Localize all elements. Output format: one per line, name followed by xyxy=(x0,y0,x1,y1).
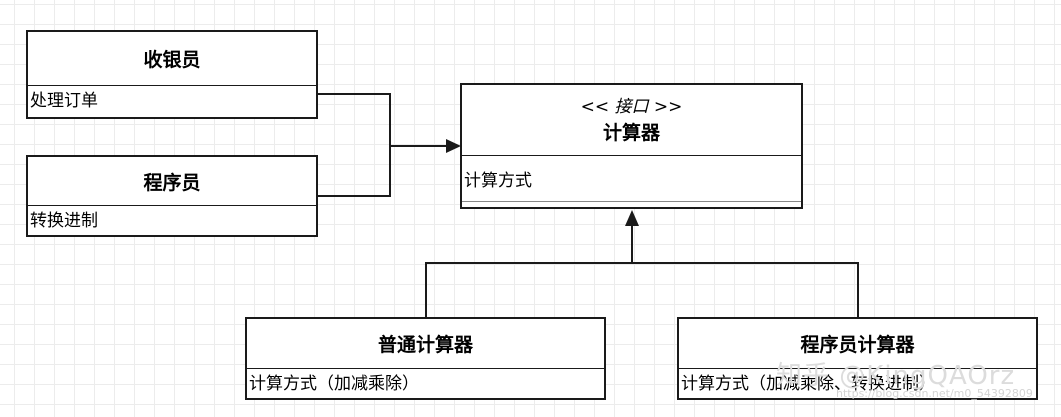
class-section-divider xyxy=(462,201,801,202)
class-title-programmer: 程序员 xyxy=(28,157,316,206)
connector-programmer-calculator xyxy=(632,262,859,317)
class-box-calculator-interface[interactable]: << 接口 >> 计算器 计算方式 xyxy=(460,83,803,209)
class-box-basic-calculator[interactable]: 普通计算器 计算方式（加减乘除） xyxy=(245,317,606,400)
watermark-text: 知乎 @KingQAOrz xyxy=(776,361,1016,391)
class-title-basic-calculator: 普通计算器 xyxy=(247,319,604,369)
stereotype-label: 接口 xyxy=(614,96,649,117)
connector-basic-calculator xyxy=(425,262,632,317)
class-method-calculator: 计算方式 xyxy=(464,171,532,191)
class-box-programmer[interactable]: 程序员 转换进制 xyxy=(26,155,318,237)
class-method-cashier: 处理订单 xyxy=(30,91,98,111)
class-title-calculator: 计算器 xyxy=(602,121,660,144)
class-box-programmer-calculator[interactable]: 程序员计算器 计算方式（加减乘除、转换进制） xyxy=(677,317,1038,400)
class-method-programmer-calculator: 计算方式（加减乘除、转换进制） xyxy=(681,374,936,394)
stereotype-close: >> xyxy=(653,96,683,117)
watermark-url: https://blog.csdn.net/m0_54392809 xyxy=(836,387,1033,400)
connector-cashier xyxy=(318,93,391,146)
arrowhead-to-calculator xyxy=(446,139,461,153)
arrowhead-to-calculator-bottom xyxy=(625,210,639,226)
stereotype-open: << xyxy=(580,96,610,117)
connector-programmer xyxy=(318,146,391,197)
class-method-basic-calculator: 计算方式（加减乘除） xyxy=(249,374,419,394)
class-method-programmer: 转换进制 xyxy=(30,211,98,231)
class-box-cashier[interactable]: 收银员 处理订单 xyxy=(26,30,318,119)
interface-stereotype: << 接口 >> xyxy=(581,96,683,118)
class-title-cashier: 收银员 xyxy=(28,32,316,86)
class-title-programmer-calculator: 程序员计算器 xyxy=(679,319,1036,369)
class-header-calculator: << 接口 >> 计算器 xyxy=(462,85,801,156)
